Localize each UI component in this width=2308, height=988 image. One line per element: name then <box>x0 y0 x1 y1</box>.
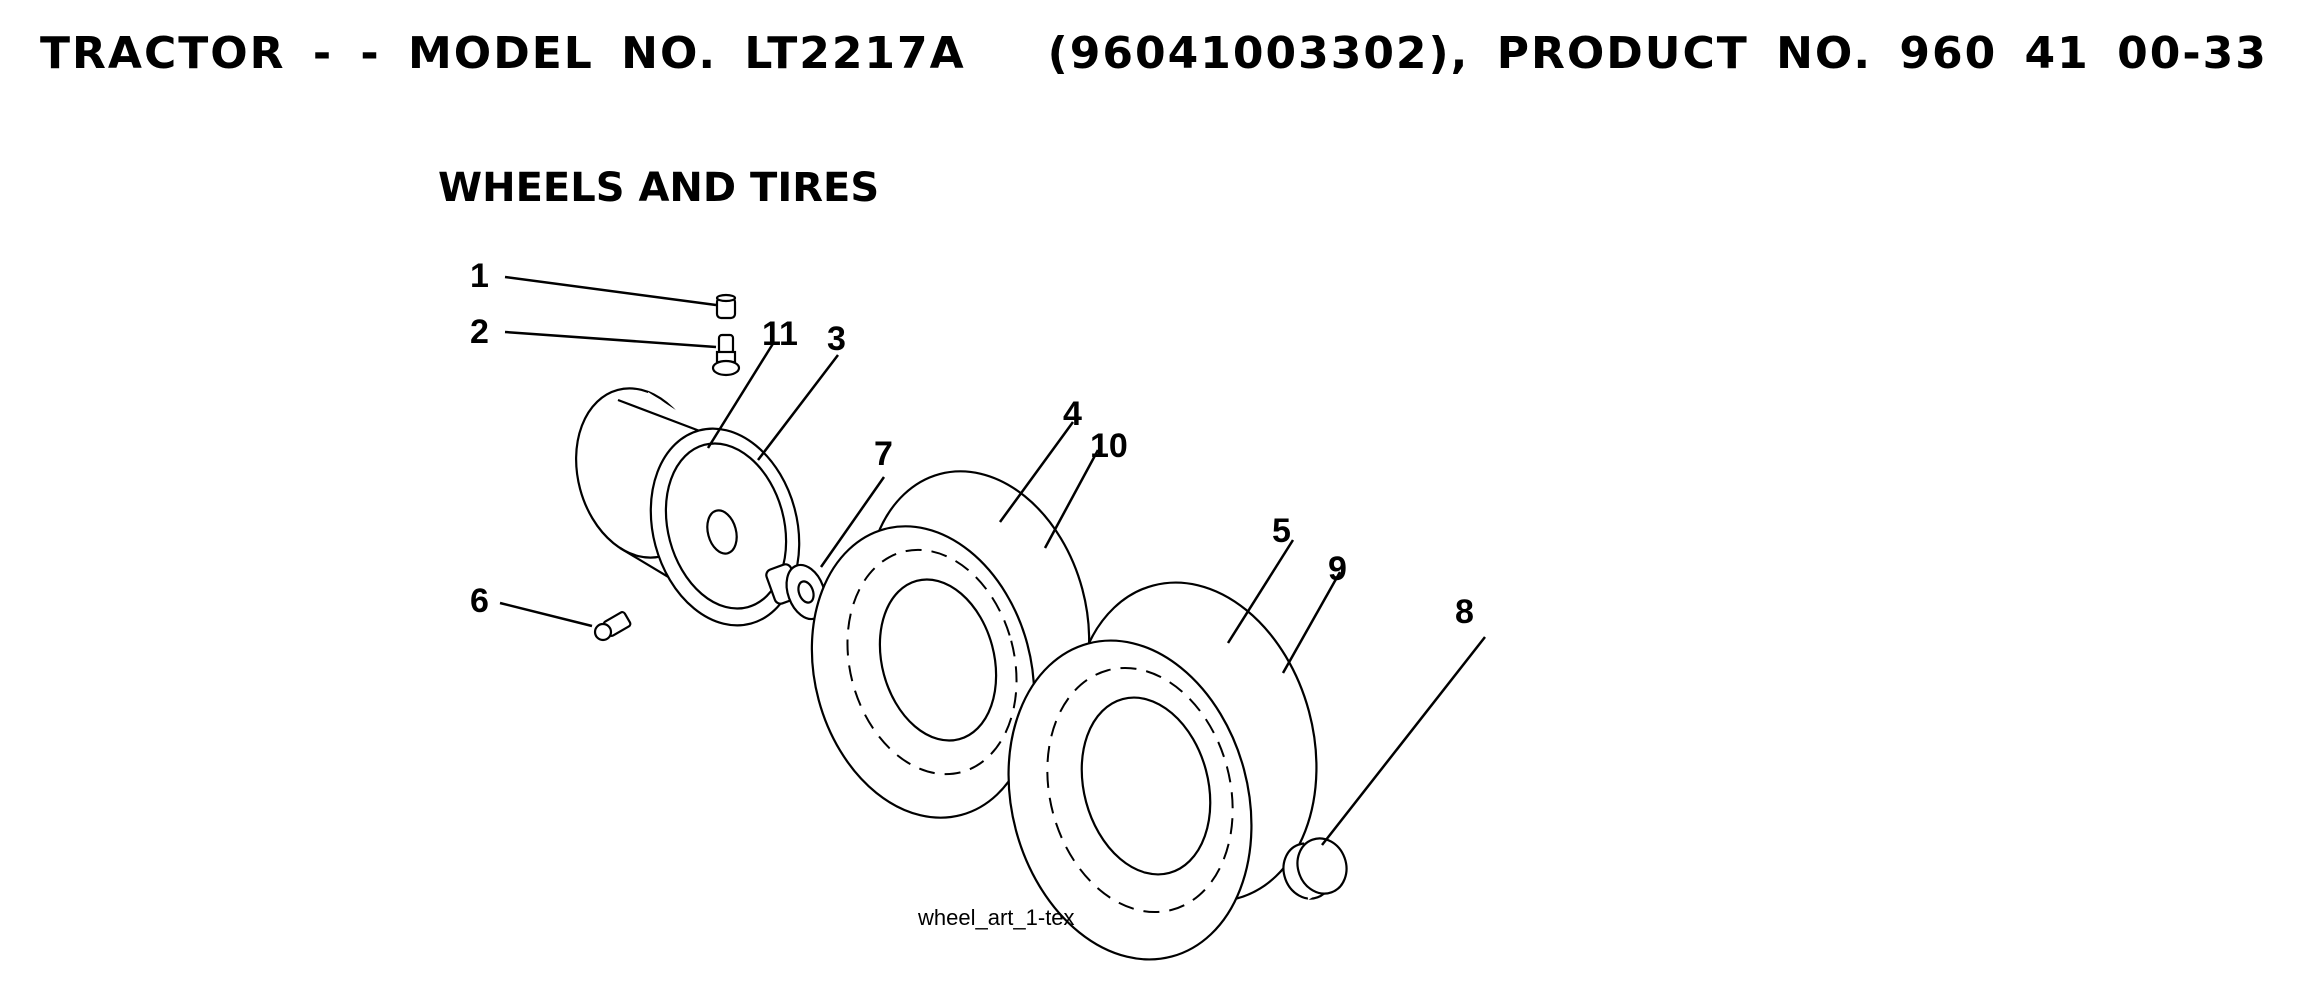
part-rim <box>575 387 801 627</box>
part-fitting <box>593 611 632 642</box>
section-title: WHEELS AND TIRES <box>438 165 880 211</box>
page-title: TRACTOR - - MODEL NO. LT2217A (960410033… <box>40 28 2268 79</box>
callout-9: 9 <box>1328 550 1347 588</box>
part-rear-tire <box>1007 581 1318 961</box>
callout-11: 11 <box>762 315 798 353</box>
callout-1: 1 <box>470 257 489 295</box>
callout-10: 10 <box>1090 427 1128 465</box>
callout-2: 2 <box>470 313 489 351</box>
part-valve-stem <box>711 333 741 377</box>
part-hub-cap <box>1282 837 1348 900</box>
callout-8: 8 <box>1455 593 1474 631</box>
part-valve-cap <box>715 293 737 320</box>
leader-lines <box>499 275 1486 846</box>
callout-3: 3 <box>827 320 846 358</box>
figure-caption: wheel_art_1-tex <box>917 905 1075 930</box>
callout-5: 5 <box>1272 512 1291 550</box>
callout-7: 7 <box>874 435 893 473</box>
callout-6: 6 <box>470 582 489 620</box>
callout-4: 4 <box>1063 395 1082 433</box>
